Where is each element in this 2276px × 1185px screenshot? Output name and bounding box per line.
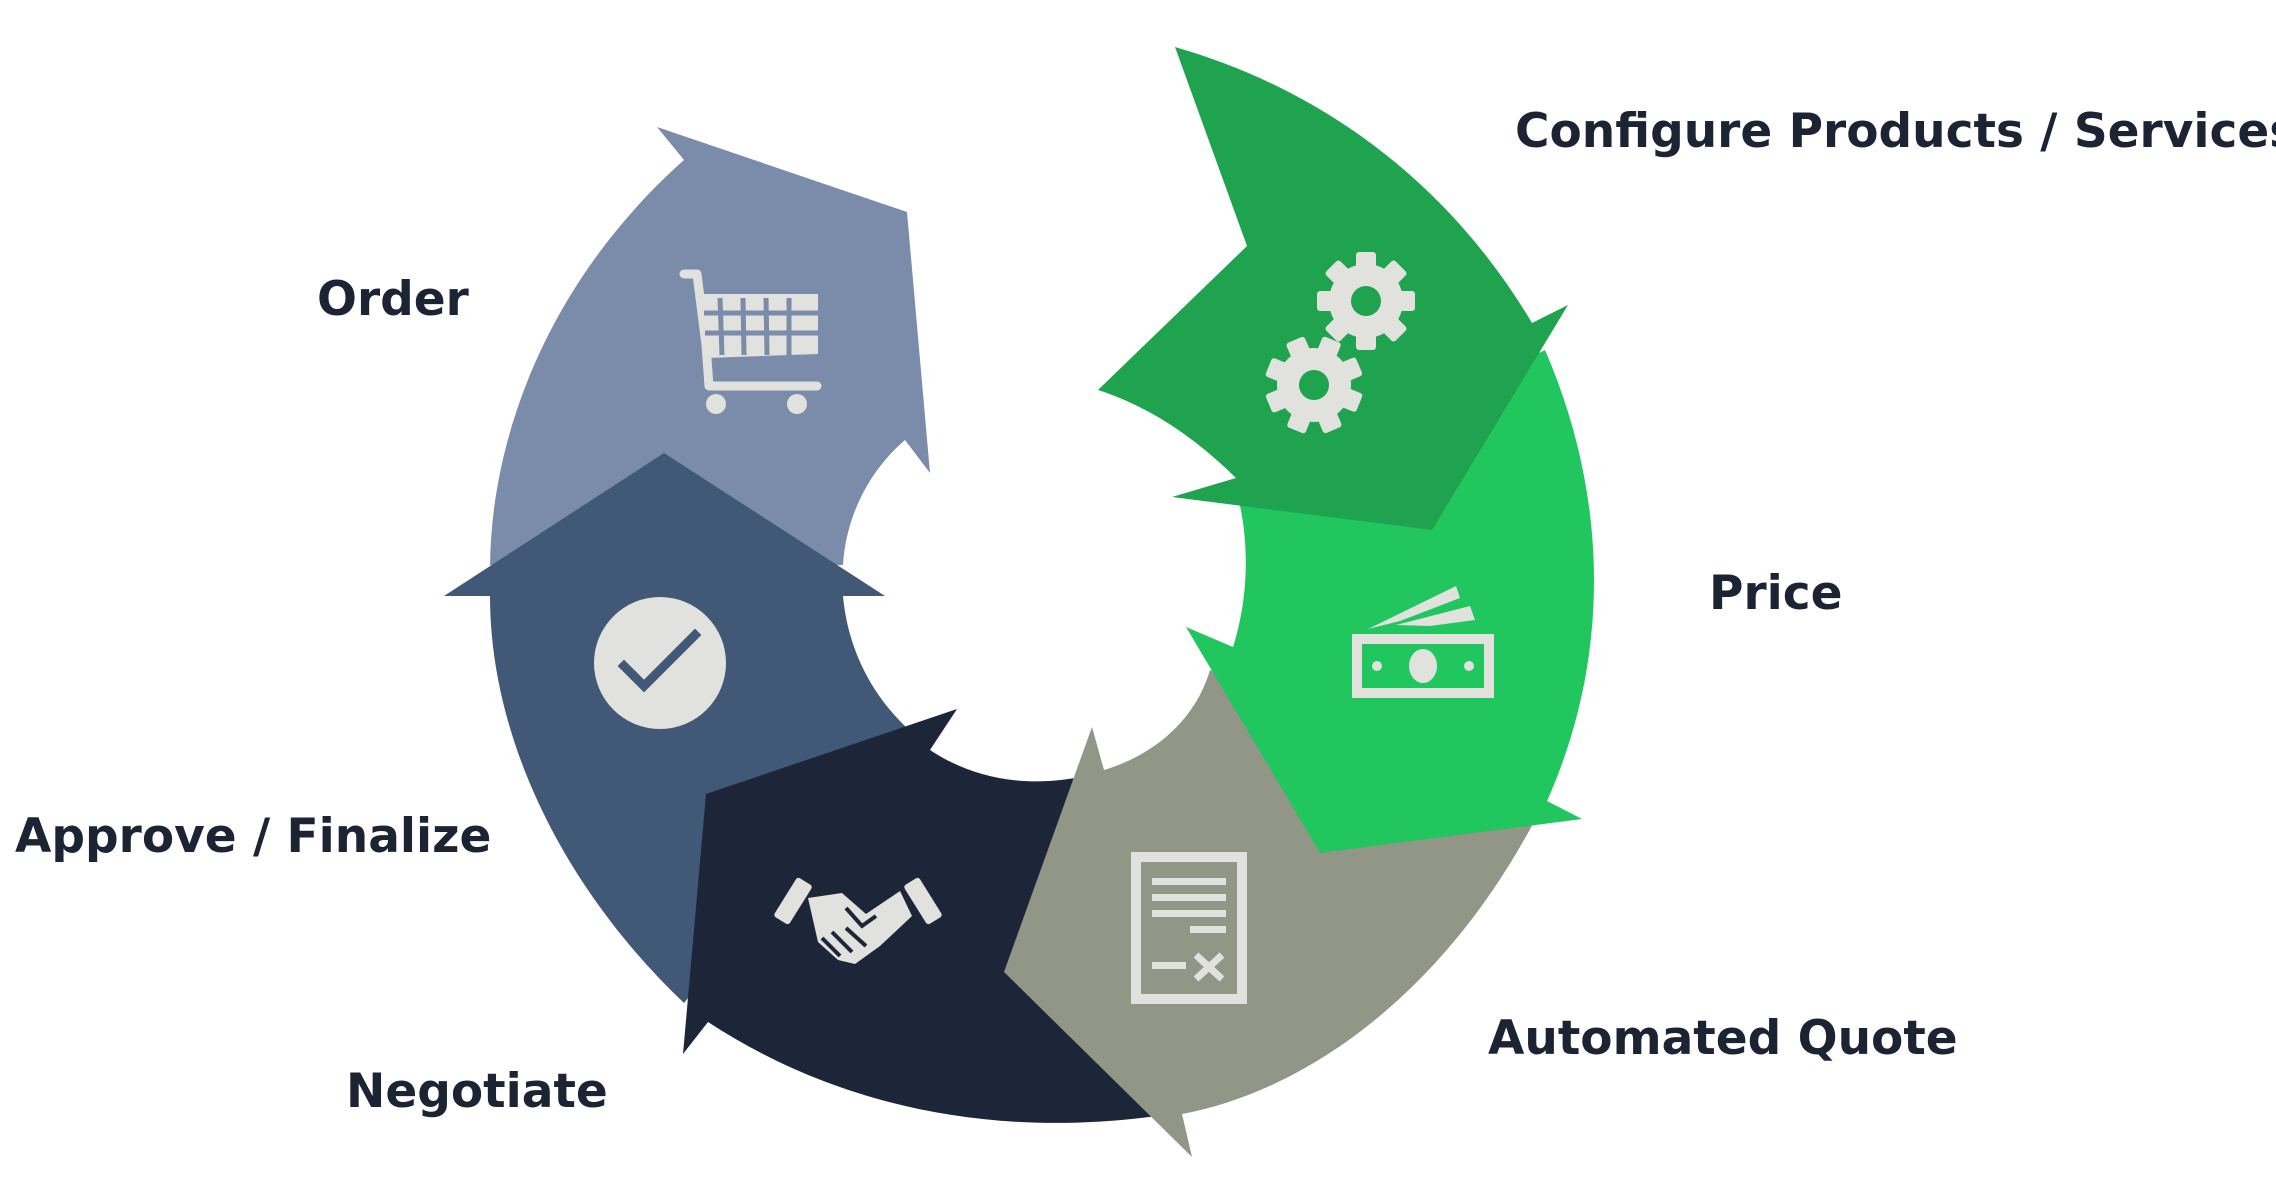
document-icon bbox=[1131, 852, 1247, 1004]
handshake-icon bbox=[774, 877, 942, 964]
gears-icon bbox=[1265, 252, 1415, 434]
label-configure: Configure Products / Services bbox=[1515, 104, 2276, 159]
money-icon bbox=[1352, 586, 1494, 698]
checkmark-icon bbox=[594, 597, 726, 729]
label-automated-quote: Automated Quote bbox=[1488, 1011, 1958, 1066]
label-negotiate: Negotiate bbox=[346, 1064, 608, 1119]
label-approve-finalize: Approve / Finalize bbox=[15, 809, 492, 864]
label-price: Price bbox=[1709, 566, 1843, 621]
label-order: Order bbox=[317, 272, 469, 327]
segment-negotiate bbox=[683, 709, 1157, 1123]
shopping-cart-icon bbox=[679, 269, 822, 414]
